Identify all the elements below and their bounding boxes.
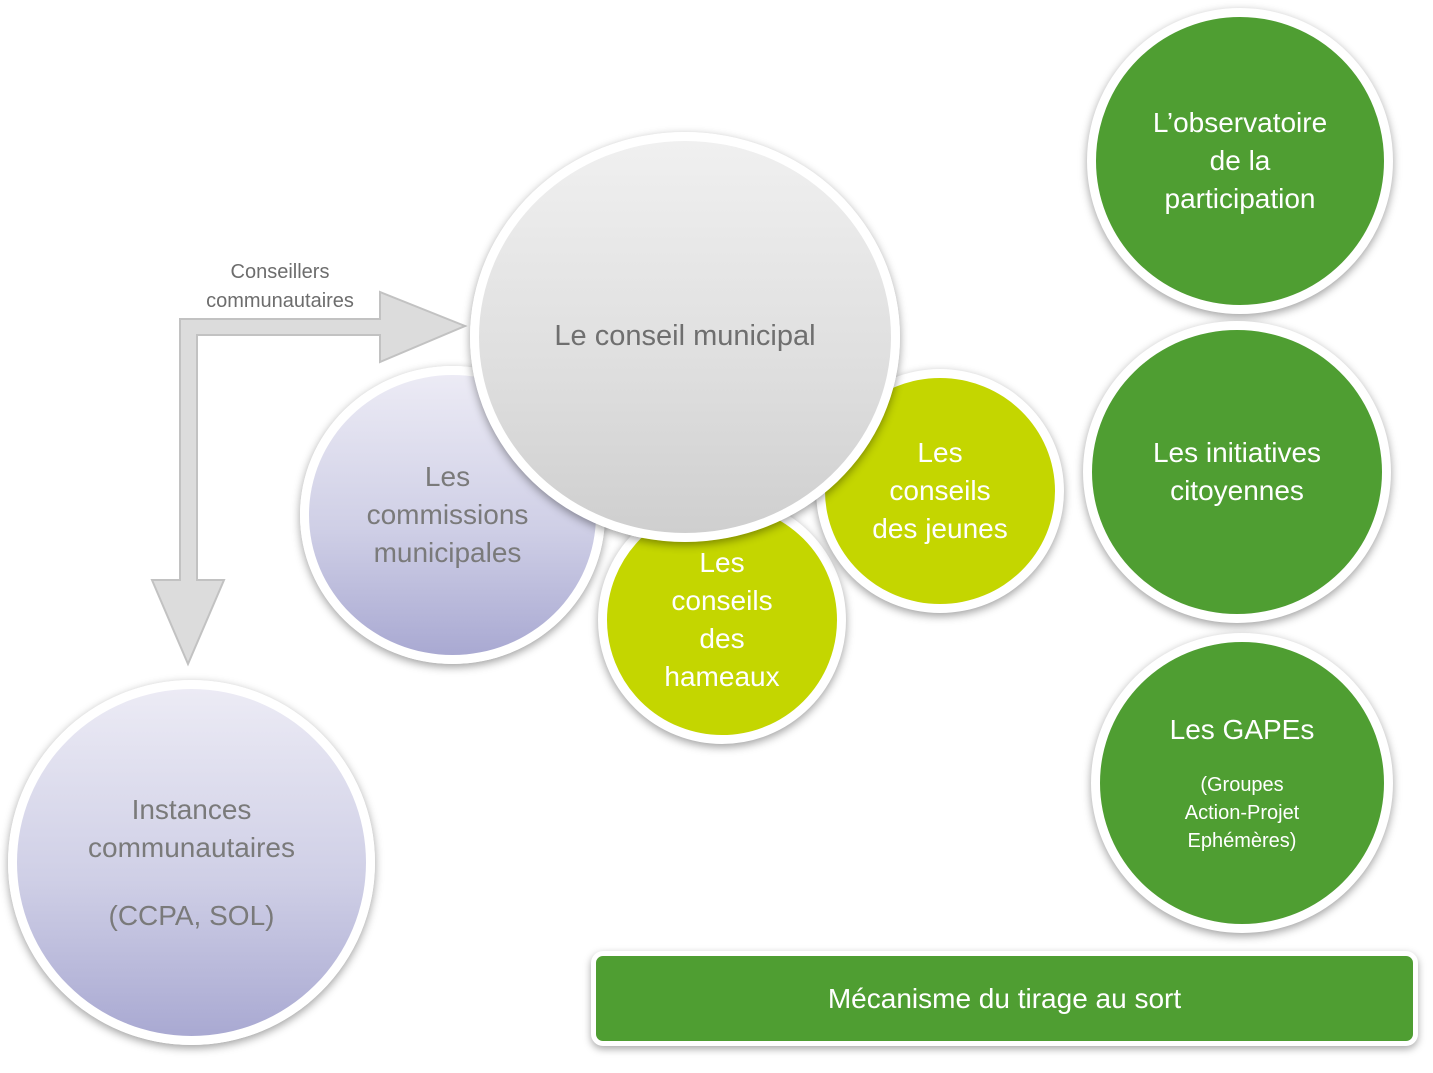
node-commissions-label: Les commissions municipales: [366, 461, 529, 568]
node-gapes-label: Les GAPEs: [1169, 714, 1315, 745]
node-instances-sub: (CCPA, SOL): [108, 899, 275, 931]
node-initiatives-label: Les initiatives citoyennes: [1152, 437, 1322, 506]
node-conseils-jeunes-label: Les conseils des jeunes: [872, 437, 1008, 544]
node-conseils-jeunes: Les conseils des jeunes: [816, 369, 1064, 613]
node-observatoire: L’observatoire de la participation: [1087, 8, 1393, 314]
node-conseil-municipal: Le conseil municipal: [470, 132, 900, 542]
node-conseil-municipal-label: Le conseil municipal: [554, 320, 816, 352]
node-initiatives: Les initiatives citoyennes: [1083, 321, 1391, 623]
tirage-au-sort-banner: Mécanisme du tirage au sort: [591, 951, 1418, 1046]
node-gapes-sub: (Groupes Action-Projet Ephémères): [1184, 774, 1300, 852]
node-instances: Instances communautaires (CCPA, SOL): [8, 680, 375, 1045]
banner-label: Mécanisme du tirage au sort: [827, 982, 1182, 1014]
node-observatoire-label: L’observatoire de la participation: [1152, 107, 1328, 214]
node-instances-label: Instances communautaires: [88, 793, 295, 863]
node-conseils-hameaux-label: Les conseils des hameaux: [664, 547, 780, 692]
arrow-shape: [150, 290, 468, 667]
node-gapes: Les GAPEs (Groupes Action-Projet Ephémèr…: [1091, 633, 1393, 933]
arrow-label: Conseillers communautaires: [206, 261, 354, 312]
